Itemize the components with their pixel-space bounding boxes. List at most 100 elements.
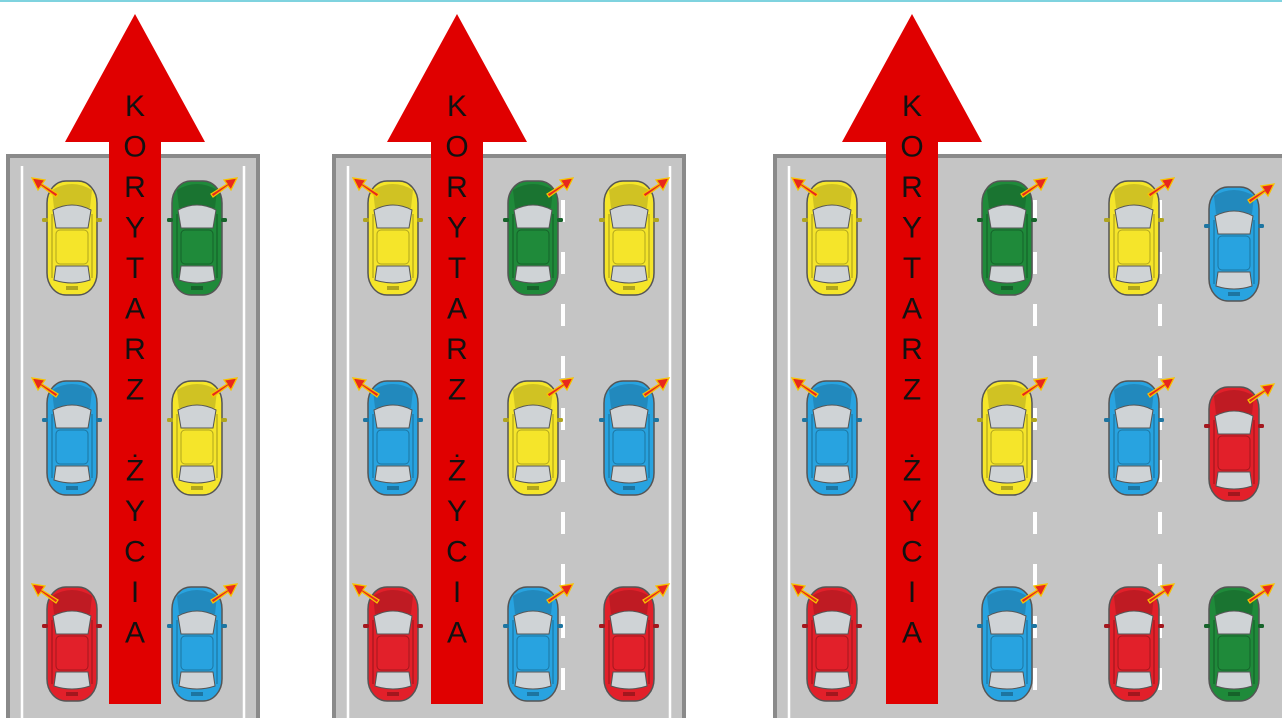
car-hood [987,184,1027,208]
car-rear-window [814,466,850,483]
car-windshield [813,405,851,428]
car-mirror [557,218,563,222]
car-rear-window [814,672,850,689]
arrow-letter: I [908,576,916,609]
car-mirror [599,624,605,628]
car-hood [812,184,852,208]
car-mirror [221,218,227,222]
car-mirror [221,418,227,422]
arrow-letter: A [125,617,145,650]
arrow-letter: C [124,536,146,569]
car-plate [1228,692,1240,696]
car-windshield [610,611,648,634]
car-hood [987,384,1027,408]
arrow-letter: K [447,90,467,123]
car-plate [66,486,78,490]
car-hood [1214,190,1254,214]
car-roof [181,430,213,464]
car-rear-window [611,266,647,283]
car-mirror [221,624,227,628]
car-mirror [653,624,659,628]
car-windshield [178,205,216,228]
car-hood [1114,384,1154,408]
car-mirror [1204,424,1210,428]
car-mirror [1258,424,1264,428]
arrow-letter: A [902,617,922,650]
car-roof [1218,236,1250,270]
car-roof [377,636,409,670]
car-rear-window [611,672,647,689]
car-mirror [599,418,605,422]
car-windshield [514,611,552,634]
car-hood [52,384,92,408]
car-mirror [167,418,173,422]
arrow-letter: I [453,576,461,609]
car-mirror [802,218,808,222]
car-hood [513,384,553,408]
car-plate [623,692,635,696]
car-hood [609,590,649,614]
arrow-letter: T [903,252,921,285]
car-roof [991,636,1023,670]
car-windshield [53,205,91,228]
car-mirror [977,624,983,628]
car-windshield [1115,205,1153,228]
car-hood [177,590,217,614]
car-windshield [988,611,1026,634]
car-plate [1228,292,1240,296]
car-roof [613,230,645,264]
arrow-letter: A [902,293,922,326]
car-rear-window [1216,272,1252,289]
car-rear-window [375,466,411,483]
car-mirror [802,418,808,422]
car-mirror [977,418,983,422]
arrow-letter: K [125,90,145,123]
car-mirror [557,624,563,628]
car-mirror [1158,218,1164,222]
car-windshield [514,205,552,228]
car-plate [191,486,203,490]
arrow-letter: R [901,333,923,366]
car-windshield [53,611,91,634]
arrow-letter: Y [125,212,145,245]
car-mirror [417,418,423,422]
arrow-letter: R [901,171,923,204]
car-mirror [363,418,369,422]
arrow-letter: Y [902,212,922,245]
car-roof [1118,636,1150,670]
car-plate [527,286,539,290]
car-hood [1114,590,1154,614]
car-rear-window [179,266,215,283]
car-mirror [503,624,509,628]
car-roof [377,430,409,464]
arrow-letter: Y [447,495,467,528]
arrow-letter: R [446,171,468,204]
car-mirror [653,418,659,422]
car-hood [373,184,413,208]
car-roof [56,636,88,670]
arrow-letter: Y [902,495,922,528]
arrow-letter: Ż [126,455,144,488]
car-rear-window [1116,266,1152,283]
car-mirror [1258,224,1264,228]
car-mirror [503,418,509,422]
car-mirror [1158,624,1164,628]
arrow-letter: Y [447,212,467,245]
car-rear-window [54,466,90,483]
car-plate [1128,692,1140,696]
car-mirror [96,218,102,222]
car-mirror [503,218,509,222]
car-mirror [96,624,102,628]
car-windshield [988,405,1026,428]
car-plate [623,486,635,490]
arrow-letter: T [448,252,466,285]
car-plate [826,692,838,696]
car-windshield [813,611,851,634]
car-hood [513,590,553,614]
car-mirror [1204,224,1210,228]
car-rear-window [1216,472,1252,489]
car-roof [181,230,213,264]
car-roof [377,230,409,264]
car-rear-window [1116,466,1152,483]
